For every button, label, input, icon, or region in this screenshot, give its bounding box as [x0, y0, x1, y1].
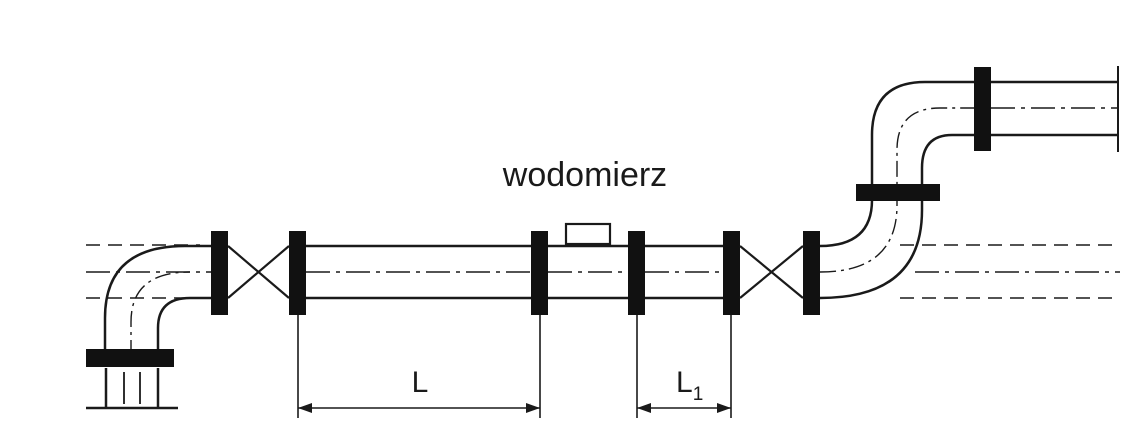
dimension-L1-label: L1 — [676, 366, 703, 405]
right-middle-flange — [856, 184, 940, 201]
left-gate-valve — [211, 231, 306, 315]
right-top-flange — [974, 67, 991, 151]
left-elbow-pipe — [103, 244, 212, 356]
outlet-pipe — [991, 66, 1119, 152]
reference-lines-right — [900, 244, 1120, 299]
straight-pipe-section — [306, 244, 531, 300]
water-meter-label: wodomierz — [502, 156, 667, 194]
right-gate-valve — [723, 231, 820, 315]
right-riser-pipe — [819, 80, 975, 300]
dimension-L1-base: L — [676, 366, 693, 399]
reference-lines-left — [86, 244, 215, 299]
water-meter — [531, 222, 645, 315]
left-bottom-flange — [86, 349, 174, 367]
dimension-L-label: L — [412, 366, 429, 399]
dimension-L1 — [636, 315, 732, 418]
dimension-L — [297, 315, 541, 418]
short-pipe-section — [645, 244, 723, 300]
dimension-L1-subscript: 1 — [693, 384, 704, 405]
left-ground-support — [86, 368, 178, 410]
